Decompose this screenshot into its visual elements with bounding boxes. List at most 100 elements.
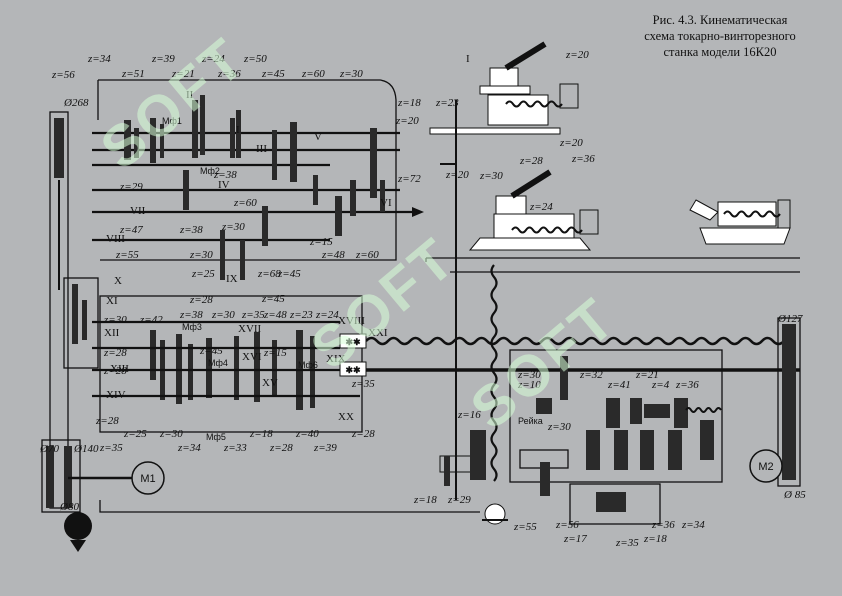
gear-label: z=20 — [559, 137, 583, 149]
gear-label: z=30 — [339, 68, 363, 80]
lead-screw — [365, 336, 785, 346]
gear-label: z=38 — [179, 224, 203, 236]
gear-label: z=40 — [295, 428, 319, 440]
clutch-label: Мф3 — [182, 322, 202, 332]
gear-label: z=51 — [121, 68, 145, 80]
gear-label: z=25 — [123, 428, 147, 440]
shaft-label: XX — [338, 411, 354, 423]
gear-label: z=23 — [435, 97, 459, 109]
gear-label: z=18 — [249, 428, 273, 440]
caption-line-2: схема токарно-винторезного — [644, 29, 796, 43]
clutch-label: Мф4 — [208, 358, 228, 368]
gear-label: z=24 — [315, 309, 339, 321]
gear-label: z=33 — [223, 442, 247, 454]
shaft-label: XVIII — [338, 315, 365, 327]
shaft-label: XVI — [242, 351, 262, 363]
shaft-label: III — [256, 143, 267, 155]
gear-label: z=48 — [321, 249, 345, 261]
cross-slide — [468, 169, 599, 251]
gear-label: z=55 — [513, 521, 537, 533]
shaft-label: XII — [104, 327, 120, 339]
gear-label: z=28 — [351, 428, 375, 440]
caption-line-1: Рис. 4.3. Кинематическая — [652, 13, 788, 27]
gear-label: z=45 — [277, 268, 301, 280]
tool-post-upper — [429, 41, 579, 135]
gear-label: z=39 — [151, 53, 175, 65]
gear-label: z=39 — [313, 442, 337, 454]
bed-rails — [99, 257, 800, 513]
headstock-housing — [97, 79, 397, 261]
apron-gears — [536, 356, 714, 512]
motor-m1: M1 — [68, 461, 165, 495]
pulley-d268-label: Ø268 — [63, 97, 89, 109]
gear-label: z=21 — [635, 369, 659, 381]
gear-label: z=34 — [177, 442, 201, 454]
gear-label: z=36 — [675, 379, 699, 391]
gear-label: z=35 — [241, 309, 265, 321]
gear-label: z=36 — [217, 68, 241, 80]
gear-label: z=23 — [289, 309, 313, 321]
shaft-label: I — [236, 124, 240, 136]
gear-label: z=16 — [457, 409, 481, 421]
shaft-label: XV — [262, 377, 278, 389]
gear-label: z=36 — [651, 519, 675, 531]
gear-label: z=41 — [607, 379, 631, 391]
gear-label: z=60 — [355, 249, 379, 261]
clutch-label: Мф6 — [298, 360, 318, 370]
shaft-label: V — [314, 131, 322, 143]
overrunning-clutches: ✱✱ ✱✱ — [339, 333, 367, 377]
gear-label: z=68 — [257, 268, 281, 280]
pulley-d140-label: Ø140 — [73, 443, 99, 455]
figure-caption: Рис. 4.3. Кинематическая схема токарно-в… — [620, 12, 820, 60]
apron-wavy-shaft — [490, 264, 498, 482]
gear-label: z=30 — [517, 369, 541, 381]
shaft-label: XIV — [106, 389, 126, 401]
shaft-label: XI — [106, 295, 118, 307]
gear-label: z=28 — [103, 347, 127, 359]
shaft-label: I — [466, 53, 470, 65]
shaft-label: X — [114, 275, 122, 287]
clutch-label: Мф2 — [200, 166, 220, 176]
svg-text:✱✱: ✱✱ — [345, 365, 361, 375]
gear-label: z=18 — [397, 97, 421, 109]
gear-label: z=28 — [519, 155, 543, 167]
shaft-label: IX — [226, 273, 238, 285]
gear-label: z=28 — [95, 415, 119, 427]
gear-label: z=28 — [103, 365, 127, 377]
shaft-label: XXI — [368, 327, 388, 339]
gear-label: z=17 — [563, 533, 587, 545]
gear-label: z=30 — [159, 428, 183, 440]
gear-label: z=38 — [179, 309, 203, 321]
gear-label: z=47 — [119, 224, 143, 236]
pulley-d70-label: Ø70 — [39, 443, 59, 455]
gear-label: z=25 — [191, 268, 215, 280]
gear-label: z=30 — [479, 170, 503, 182]
gear-label: z=30 — [103, 314, 127, 326]
gear-label: z=29 — [447, 494, 471, 506]
feed-box-shafts — [92, 320, 360, 398]
apron-worm — [685, 407, 722, 413]
gear-label: z=48 — [263, 309, 287, 321]
spindle-nose — [412, 207, 424, 217]
gear-label: z=45 — [261, 68, 285, 80]
headstock-gears — [124, 95, 385, 280]
gear-label: z=56 — [51, 69, 75, 81]
pulley-d127-label: Ø127 — [777, 313, 803, 325]
gear-label: z=28 — [189, 294, 213, 306]
gear-label: z=35 — [615, 537, 639, 549]
caption-line-3: станка модели 16К20 — [663, 45, 777, 59]
gear-label: z=30 — [547, 421, 571, 433]
shaft-label: VIII — [106, 233, 125, 245]
gear-label: z=4 — [651, 379, 670, 391]
shaft-label: XIX — [326, 353, 346, 365]
gear-label: z=50 — [243, 53, 267, 65]
gear-label: z=45 — [261, 293, 285, 305]
gear-label: z=20 — [565, 49, 589, 61]
motor-m2-label: M2 — [758, 461, 773, 473]
gear-label: z=20 — [445, 169, 469, 181]
gear-label: z=24 — [529, 201, 553, 213]
gear-label: z=42 — [139, 314, 163, 326]
